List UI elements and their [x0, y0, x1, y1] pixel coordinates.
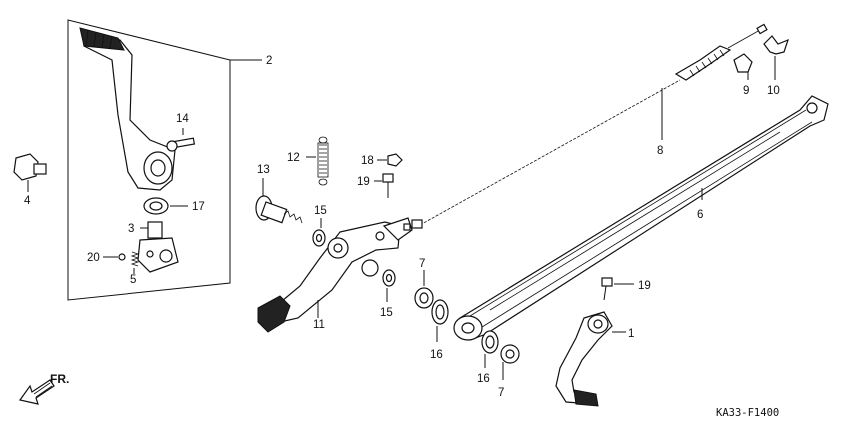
- collar-7-lower: [500, 344, 520, 380]
- collar-7-upper: [414, 270, 434, 309]
- adjuster-9: [733, 53, 753, 80]
- spring-12: [306, 136, 329, 186]
- callout-19-lower: 19: [638, 280, 651, 292]
- callout-15-lower: 15: [380, 307, 393, 319]
- callout-11: 11: [313, 319, 325, 331]
- spring-5: [130, 251, 140, 274]
- brake-pedal-11: [257, 217, 413, 333]
- seal-17: [143, 197, 188, 215]
- bolt-19-lower: [601, 277, 634, 301]
- callout-16-lower: 16: [477, 373, 490, 385]
- wing-nut-10: [763, 35, 789, 80]
- callout-18: 18: [361, 155, 374, 167]
- direction-label: FR.: [50, 372, 69, 386]
- callout-17: 17: [192, 201, 205, 213]
- callout-13: 13: [257, 164, 270, 176]
- callout-7-lower: 7: [498, 387, 504, 399]
- washer-15-lower: [382, 269, 396, 302]
- callout-19-upper: 19: [357, 176, 370, 188]
- ball-20: [103, 253, 126, 261]
- nut-18: [377, 153, 403, 167]
- callout-8: 8: [657, 145, 663, 157]
- rod-6: [453, 95, 829, 341]
- callout-10: 10: [767, 85, 780, 97]
- bolt-19-upper: [374, 173, 394, 198]
- cable-8: [403, 23, 768, 231]
- diagram-code: KA33-F1400: [716, 407, 779, 419]
- callout-20: 20: [87, 252, 100, 264]
- callout-15-upper: 15: [314, 205, 327, 217]
- callout-7-upper: 7: [419, 258, 425, 270]
- callout-9: 9: [743, 85, 749, 97]
- front-direction-arrow: FR.: [18, 372, 69, 405]
- kick-group-outline: [67, 19, 231, 301]
- bolt-4: [13, 153, 47, 192]
- kick-arm: [79, 27, 176, 191]
- joint-3: [137, 221, 179, 273]
- bolt-14: [166, 128, 196, 152]
- washer-15-upper: [312, 218, 326, 247]
- ring-16-upper: [431, 299, 449, 342]
- pivot-bolt-13: [255, 178, 303, 224]
- callout-16-upper: 16: [430, 349, 443, 361]
- callout-14: 14: [176, 113, 189, 125]
- callout-12: 12: [287, 152, 300, 164]
- callout-1: 1: [628, 328, 634, 340]
- shift-pedal-1: [555, 311, 626, 407]
- callout-2: 2: [266, 55, 272, 67]
- callout-3: 3: [128, 223, 134, 235]
- ring-16-lower: [481, 330, 499, 368]
- callout-4: 4: [24, 195, 31, 207]
- callout-6: 6: [697, 209, 703, 221]
- callout-5: 5: [130, 274, 136, 286]
